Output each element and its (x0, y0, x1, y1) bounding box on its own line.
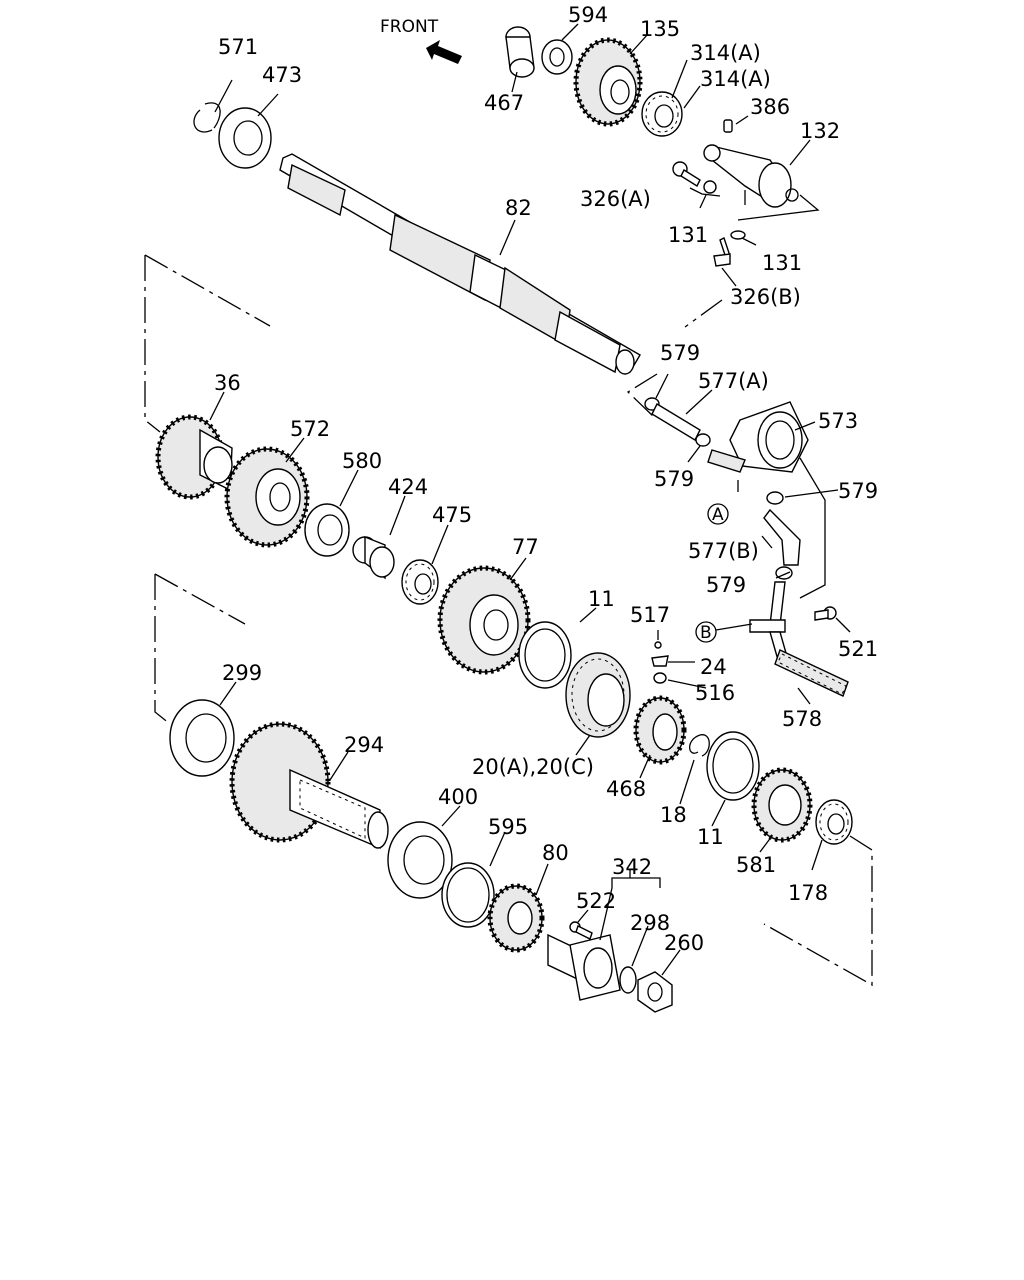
label-326a: 326(A) (580, 187, 651, 211)
callout-b-label: B (700, 623, 712, 643)
label-20ac: 20(A),20(C) (472, 755, 594, 779)
bolt-521 (814, 606, 837, 621)
label-579b: 579 (654, 467, 694, 491)
bracket-342 (611, 877, 661, 888)
snap-ring-18 (688, 734, 710, 757)
label-80: 80 (542, 841, 569, 865)
synchro-ring-11a (518, 621, 572, 689)
needle-bearing-314a (641, 91, 683, 137)
label-342: 342 (612, 855, 652, 879)
bolt-326b (713, 237, 731, 267)
label-522: 522 (576, 889, 616, 913)
label-580: 580 (342, 449, 382, 473)
hub-468 (633, 695, 687, 765)
callout-a-label: A (712, 505, 724, 525)
label-135: 135 (640, 17, 680, 41)
label-579c: 579 (838, 479, 878, 503)
clamp-579c (766, 491, 784, 505)
flange-342 (547, 933, 621, 1001)
sleeve-467 (505, 26, 535, 78)
label-424: 424 (388, 475, 428, 499)
hose-577a (651, 403, 701, 441)
label-24: 24 (700, 655, 727, 679)
label-82: 82 (505, 196, 532, 220)
o-ring-298 (619, 966, 637, 994)
washer-131b (730, 230, 746, 240)
gear-135 (573, 37, 643, 127)
callout-a-marker (707, 503, 729, 525)
bearing-473 (218, 107, 272, 169)
label-521: 521 (838, 637, 878, 661)
gear-80 (487, 883, 545, 953)
hose-577b (763, 508, 801, 566)
label-299: 299 (222, 661, 262, 685)
label-131a: 131 (668, 223, 708, 247)
bearing-580 (304, 503, 350, 557)
detent-517-24-516 (651, 641, 669, 684)
gear-77 (437, 565, 531, 675)
sleeve-hub-20 (565, 652, 631, 738)
label-11b: 11 (697, 825, 724, 849)
bearing-400 (387, 821, 453, 899)
label-326b: 326(B) (730, 285, 801, 309)
nut-260 (637, 971, 673, 1013)
label-260: 260 (664, 931, 704, 955)
label-36: 36 (214, 371, 241, 395)
label-467: 467 (484, 91, 524, 115)
gear-581 (751, 767, 813, 843)
label-18: 18 (660, 803, 687, 827)
washer-594 (541, 39, 573, 75)
label-11a: 11 (588, 587, 615, 611)
label-473: 473 (262, 63, 302, 87)
label-578: 578 (782, 707, 822, 731)
bearing-299 (169, 699, 235, 777)
front-label: FRONT (380, 17, 439, 37)
synchro-ring-11b (706, 731, 760, 801)
callout-b-marker (695, 621, 717, 643)
washer-131a (703, 180, 717, 194)
label-294: 294 (344, 733, 384, 757)
label-572: 572 (290, 417, 330, 441)
label-77: 77 (512, 535, 539, 559)
needle-bearing-178 (815, 799, 853, 845)
label-571: 571 (218, 35, 258, 59)
label-577a: 577(A) (698, 369, 769, 393)
label-314a-1: 314(A) (690, 41, 761, 65)
oil-pump-573 (707, 401, 809, 473)
label-516: 516 (695, 681, 735, 705)
o-ring-595 (441, 862, 495, 928)
sleeve-424 (352, 535, 395, 580)
oil-pipe-578 (749, 581, 849, 697)
label-468: 468 (606, 777, 646, 801)
gear-36 (155, 414, 233, 500)
gear-294 (229, 721, 389, 850)
clamp-579b (695, 433, 711, 447)
label-131b: 131 (762, 251, 802, 275)
label-573: 573 (818, 409, 858, 433)
main-shaft-82 (279, 153, 641, 375)
label-132: 132 (800, 119, 840, 143)
label-579a: 579 (660, 341, 700, 365)
pin-386 (723, 119, 733, 133)
label-386: 386 (750, 95, 790, 119)
label-595: 595 (488, 815, 528, 839)
needle-bearing-475 (401, 559, 439, 605)
label-314a-2: 314(A) (700, 67, 771, 91)
label-579d: 579 (706, 573, 746, 597)
label-581: 581 (736, 853, 776, 877)
label-577b: 577(B) (688, 539, 759, 563)
label-298: 298 (630, 911, 670, 935)
snap-ring-571 (193, 102, 221, 133)
gear-572 (224, 446, 310, 548)
bolt-522 (569, 921, 593, 940)
bolt-326a (672, 161, 701, 188)
label-517: 517 (630, 603, 670, 627)
label-475: 475 (432, 503, 472, 527)
label-594: 594 (568, 3, 608, 27)
front-arrow-icon (426, 40, 462, 64)
label-400: 400 (438, 785, 478, 809)
shift-arm-132 (703, 144, 799, 208)
label-178: 178 (788, 881, 828, 905)
